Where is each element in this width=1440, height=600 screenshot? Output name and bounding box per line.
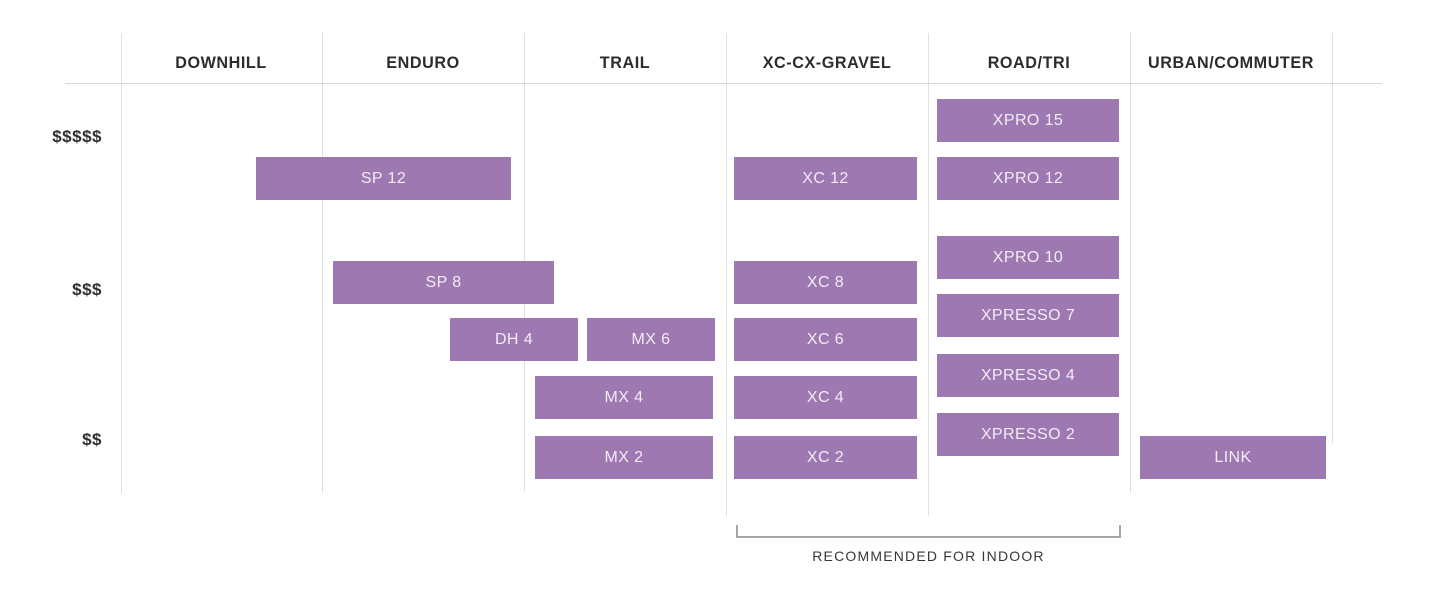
product-bar-xpresso-2: XPRESSO 2	[937, 413, 1119, 456]
header-underline	[65, 83, 1382, 84]
product-bar-xpresso-4: XPRESSO 4	[937, 354, 1119, 397]
column-header-enduro: ENDURO	[386, 53, 460, 72]
product-bar-dh-4: DH 4	[450, 318, 578, 361]
indoor-annotation: RECOMMENDED FOR INDOOR	[812, 548, 1045, 564]
product-bar-xpresso-7: XPRESSO 7	[937, 294, 1119, 337]
price-level-2: $$	[82, 430, 102, 449]
column-header-trail: TRAIL	[599, 53, 651, 72]
product-bar-xc-4: XC 4	[734, 376, 917, 419]
product-bar-xpro-12: XPRO 12	[937, 157, 1119, 200]
column-header-urban-commuter: URBAN/COMMUTER	[1148, 53, 1314, 72]
price-level-5: $$$$$	[52, 127, 102, 146]
product-bar-sp-8: SP 8	[333, 261, 554, 304]
column-header-xc-cx-gravel: XC-CX-GRAVEL	[762, 53, 892, 72]
product-bar-xpro-15: XPRO 15	[937, 99, 1119, 142]
product-bar-xc-12: XC 12	[734, 157, 917, 200]
product-bar-xc-8: XC 8	[734, 261, 917, 304]
indoor-bracket-line	[736, 536, 1121, 538]
column-grid-line-4	[726, 33, 727, 516]
indoor-bracket-right-tick	[1119, 525, 1121, 536]
column-header-downhill: DOWNHILL	[175, 53, 267, 72]
column-grid-line-5	[928, 33, 929, 516]
product-bar-mx-2: MX 2	[535, 436, 713, 479]
column-grid-line-7	[1332, 33, 1333, 443]
price-level-3: $$$	[72, 280, 102, 299]
column-grid-line-2	[322, 33, 323, 493]
product-bar-link: LINK	[1140, 436, 1326, 479]
column-header-road-tri: ROAD/TRI	[987, 53, 1071, 72]
product-bar-xc-6: XC 6	[734, 318, 917, 361]
column-grid-line-6	[1130, 33, 1131, 493]
product-bar-mx-6: MX 6	[587, 318, 715, 361]
product-bar-xpro-10: XPRO 10	[937, 236, 1119, 279]
column-grid-line-1	[121, 33, 122, 493]
indoor-bracket-left-tick	[736, 525, 738, 536]
product-bar-xc-2: XC 2	[734, 436, 917, 479]
product-bar-mx-4: MX 4	[535, 376, 713, 419]
product-bar-sp-12: SP 12	[256, 157, 511, 200]
